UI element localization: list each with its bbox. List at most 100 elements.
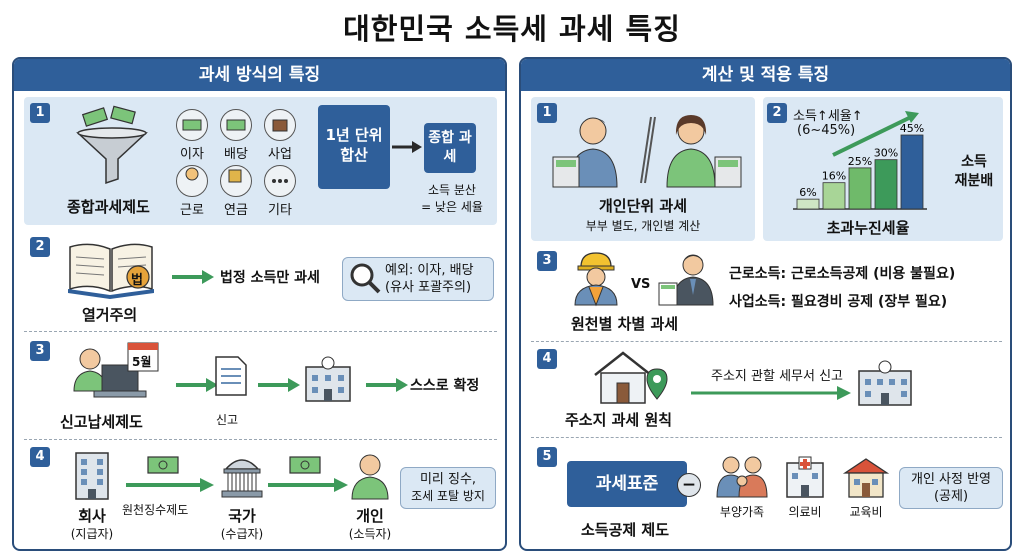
section-number: 5 [537, 447, 557, 467]
money-arrow-2 [268, 456, 348, 492]
progressive-note-1: 소득↑세율↑ [793, 109, 863, 124]
one-year-sum-text: 1년 단위 합산 [325, 126, 383, 164]
section-divider [24, 439, 497, 440]
withholding-note: 미리 징수, 조세 포탈 방지 [400, 467, 496, 509]
company-sub-label: (지급자) [70, 527, 114, 541]
section-number: 3 [537, 251, 557, 271]
company-building-icon [75, 452, 109, 500]
section-divider [24, 331, 497, 332]
type-etc: 기타 [268, 203, 292, 218]
green-arrow [366, 378, 408, 392]
law-badge: 법 [131, 273, 143, 288]
personal-note-line1: 개인 사정 반영 [910, 472, 992, 487]
tax-base-box: 과세표준 [567, 461, 687, 507]
medical-label: 의료비 [788, 505, 822, 519]
family-icon [716, 456, 768, 498]
comprehensive-box-text: 종합 과세 [428, 130, 472, 165]
document-icon [215, 356, 247, 396]
individual-tax-sub: 부부 별도, 개인별 계산 [585, 219, 701, 233]
withholding-note-line1: 미리 징수, [419, 472, 477, 487]
green-arrow [258, 378, 300, 392]
dependents-label: 부양가족 [719, 505, 765, 519]
rate-bar-label: 25% [848, 155, 872, 168]
magnifier-icon [350, 263, 381, 294]
school-icon [842, 458, 890, 498]
right-panel: 계산 및 적용 특징 1 개인단위 과세 부부 별도, 개인별 계산 2 소득↑… [519, 57, 1012, 551]
address-tax-label: 주소지 과세 원칙 [565, 411, 673, 429]
rate-bar [796, 198, 820, 210]
rate-bar-label: 30% [874, 147, 898, 160]
personal-note-line2: (공제) [933, 489, 969, 504]
tax-office-building-icon [305, 356, 351, 402]
withholding-note-line2: 조세 포탈 방지 [411, 489, 485, 503]
sum-arrow [392, 141, 422, 153]
rate-bar [848, 167, 872, 210]
type-labor: 근로 [180, 203, 204, 218]
report-label: 신고 [216, 413, 239, 427]
section-number: 1 [537, 103, 557, 123]
tax-office-building-icon [858, 360, 912, 406]
exception-note-line2: (유사 포괄주의) [385, 280, 472, 295]
green-arrow [176, 378, 218, 392]
withholding-label: 원천징수제도 [122, 503, 189, 517]
income-deduction-label: 소득공제 제도 [581, 521, 670, 539]
man-calculator-icon [552, 117, 618, 188]
rate-bar-label: 16% [822, 170, 846, 183]
type-dividend: 배당 [224, 147, 248, 162]
enumeration-label: 열거주의 [82, 306, 138, 324]
section-number: 1 [30, 103, 50, 123]
labor-income-text: 근로소득: 근로소득공제 (비용 불필요) [729, 266, 956, 282]
type-business: 사업 [268, 147, 292, 162]
green-long-arrow [691, 386, 851, 400]
state-sub-label: (수급자) [220, 527, 264, 541]
rate-bar-label: 45% [900, 122, 924, 135]
vs-text: VS [631, 277, 651, 292]
redistribution-2: 재분배 [954, 173, 994, 189]
woman-calculator-icon [666, 115, 742, 188]
section-divider [531, 341, 1002, 342]
chart-title: 초과누진세율 [826, 219, 910, 237]
hospital-icon [786, 456, 824, 498]
education-label: 교육비 [849, 505, 883, 519]
rate-bar [900, 134, 924, 210]
type-pension: 연금 [224, 203, 248, 218]
house-pin-icon [594, 351, 668, 404]
business-income-text: 사업소득: 필요경비 공제 (장부 필요) [729, 294, 948, 310]
tax-base-text: 과세표준 [595, 474, 659, 494]
money-arrow-1 [126, 456, 214, 492]
green-arrow [172, 270, 214, 284]
trend-arrow-head [905, 111, 919, 123]
redistribution-1: 소득 [961, 154, 987, 170]
comprehensive-box: 종합 과세 [424, 123, 476, 173]
self-confirm-text: 스스로 확정 [410, 378, 480, 394]
individual-tax-label: 개인단위 과세 [598, 197, 688, 215]
person-sub-label: (소득자) [348, 527, 392, 541]
section-divider [531, 437, 1002, 438]
address-report-text: 주소지 관할 세무서 신고 [711, 369, 843, 384]
income-split-note-2: = 낮은 세율 [421, 200, 483, 214]
national-assembly-icon [221, 459, 263, 498]
funnel-icon [76, 105, 148, 185]
progressive-rate-chart: 6% 16%25%30%45% [793, 111, 927, 210]
minus-sign: − [677, 473, 701, 497]
source-tax-label: 원천별 차별 과세 [571, 315, 679, 333]
right-panel-heading: 계산 및 적용 특징 [521, 59, 1010, 91]
self-assessment-label: 신고납세제도 [60, 413, 143, 431]
person-computer-icon [73, 342, 159, 398]
progressive-note-2: (6~45%) [797, 123, 856, 138]
personal-circumstance-note: 개인 사정 반영 (공제) [899, 467, 1003, 509]
one-year-sum-box: 1년 단위 합산 [318, 105, 390, 189]
comprehensive-tax-label: 종합과세제도 [67, 198, 150, 216]
rate-bar [874, 159, 898, 210]
page-title: 대한민국 소득세 과세 특징 [343, 12, 681, 46]
law-book-icon [68, 243, 154, 299]
exception-note-line1: 예외: 이자, 배당 [385, 263, 474, 278]
section-number: 4 [537, 349, 557, 369]
income-icon-glyphs [182, 119, 288, 183]
section-number: 2 [767, 103, 787, 123]
statutory-income-text: 법정 소득만 과세 [220, 270, 320, 286]
rate-bar-label: 6% [799, 186, 816, 199]
section-number: 4 [30, 447, 50, 467]
rate-bar [822, 182, 846, 210]
calendar-month: 5월 [132, 355, 152, 369]
